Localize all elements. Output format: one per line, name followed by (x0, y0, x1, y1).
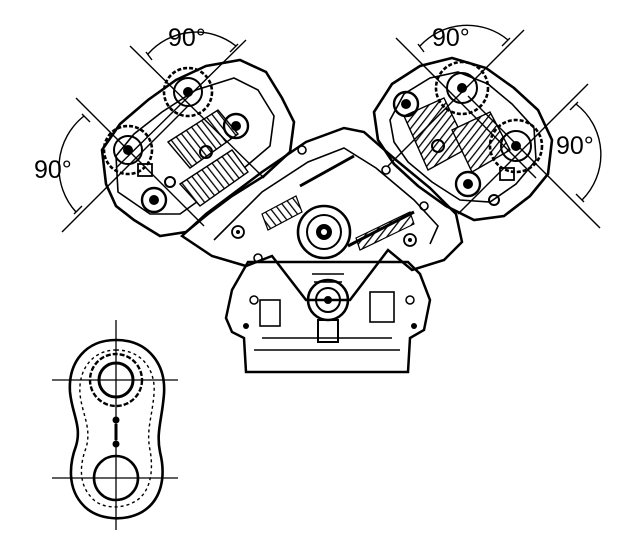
timing-cover (179, 126, 464, 343)
chain-right-run (347, 210, 415, 248)
engine-block (224, 260, 432, 374)
left-head-fins-a (166, 109, 240, 169)
inset-outline (68, 338, 166, 520)
chain-guide-left (261, 195, 303, 231)
angle-lines-right (457, 83, 602, 229)
idler-sprocket (296, 204, 352, 260)
cover-bolts (231, 145, 429, 263)
right-head-fins-b (451, 111, 511, 173)
angle-label-top-right: 90° (432, 24, 470, 52)
right-cylinder-head (372, 56, 554, 222)
chain-guide-right (355, 211, 415, 251)
inset-upper-hub (97, 361, 135, 399)
angle-label-right: 90° (556, 132, 594, 160)
crankshaft-hub (306, 273, 350, 343)
inset-upper-sprocket (88, 352, 144, 408)
inset-lower-sprocket (92, 454, 140, 502)
inset-inner-outline (79, 349, 155, 508)
left-head-fins-b (178, 149, 249, 207)
left-cam-caps (137, 112, 250, 214)
angle-lines-top-right (387, 24, 537, 179)
angle-lines-left (58, 97, 205, 233)
angle-label-top-left: 90° (168, 24, 206, 52)
right-upper-cam-sprocket (434, 60, 490, 116)
inset-mark-upper (112, 416, 120, 424)
right-cam-caps (392, 90, 515, 206)
inset-mark-lower (112, 440, 120, 448)
sprocket-detail-inset (52, 320, 178, 530)
chain-upper (299, 154, 355, 188)
angle-label-left: 90° (34, 156, 72, 184)
angle-lines-top-left (115, 31, 265, 179)
right-lower-cam-sprocket (488, 118, 544, 174)
